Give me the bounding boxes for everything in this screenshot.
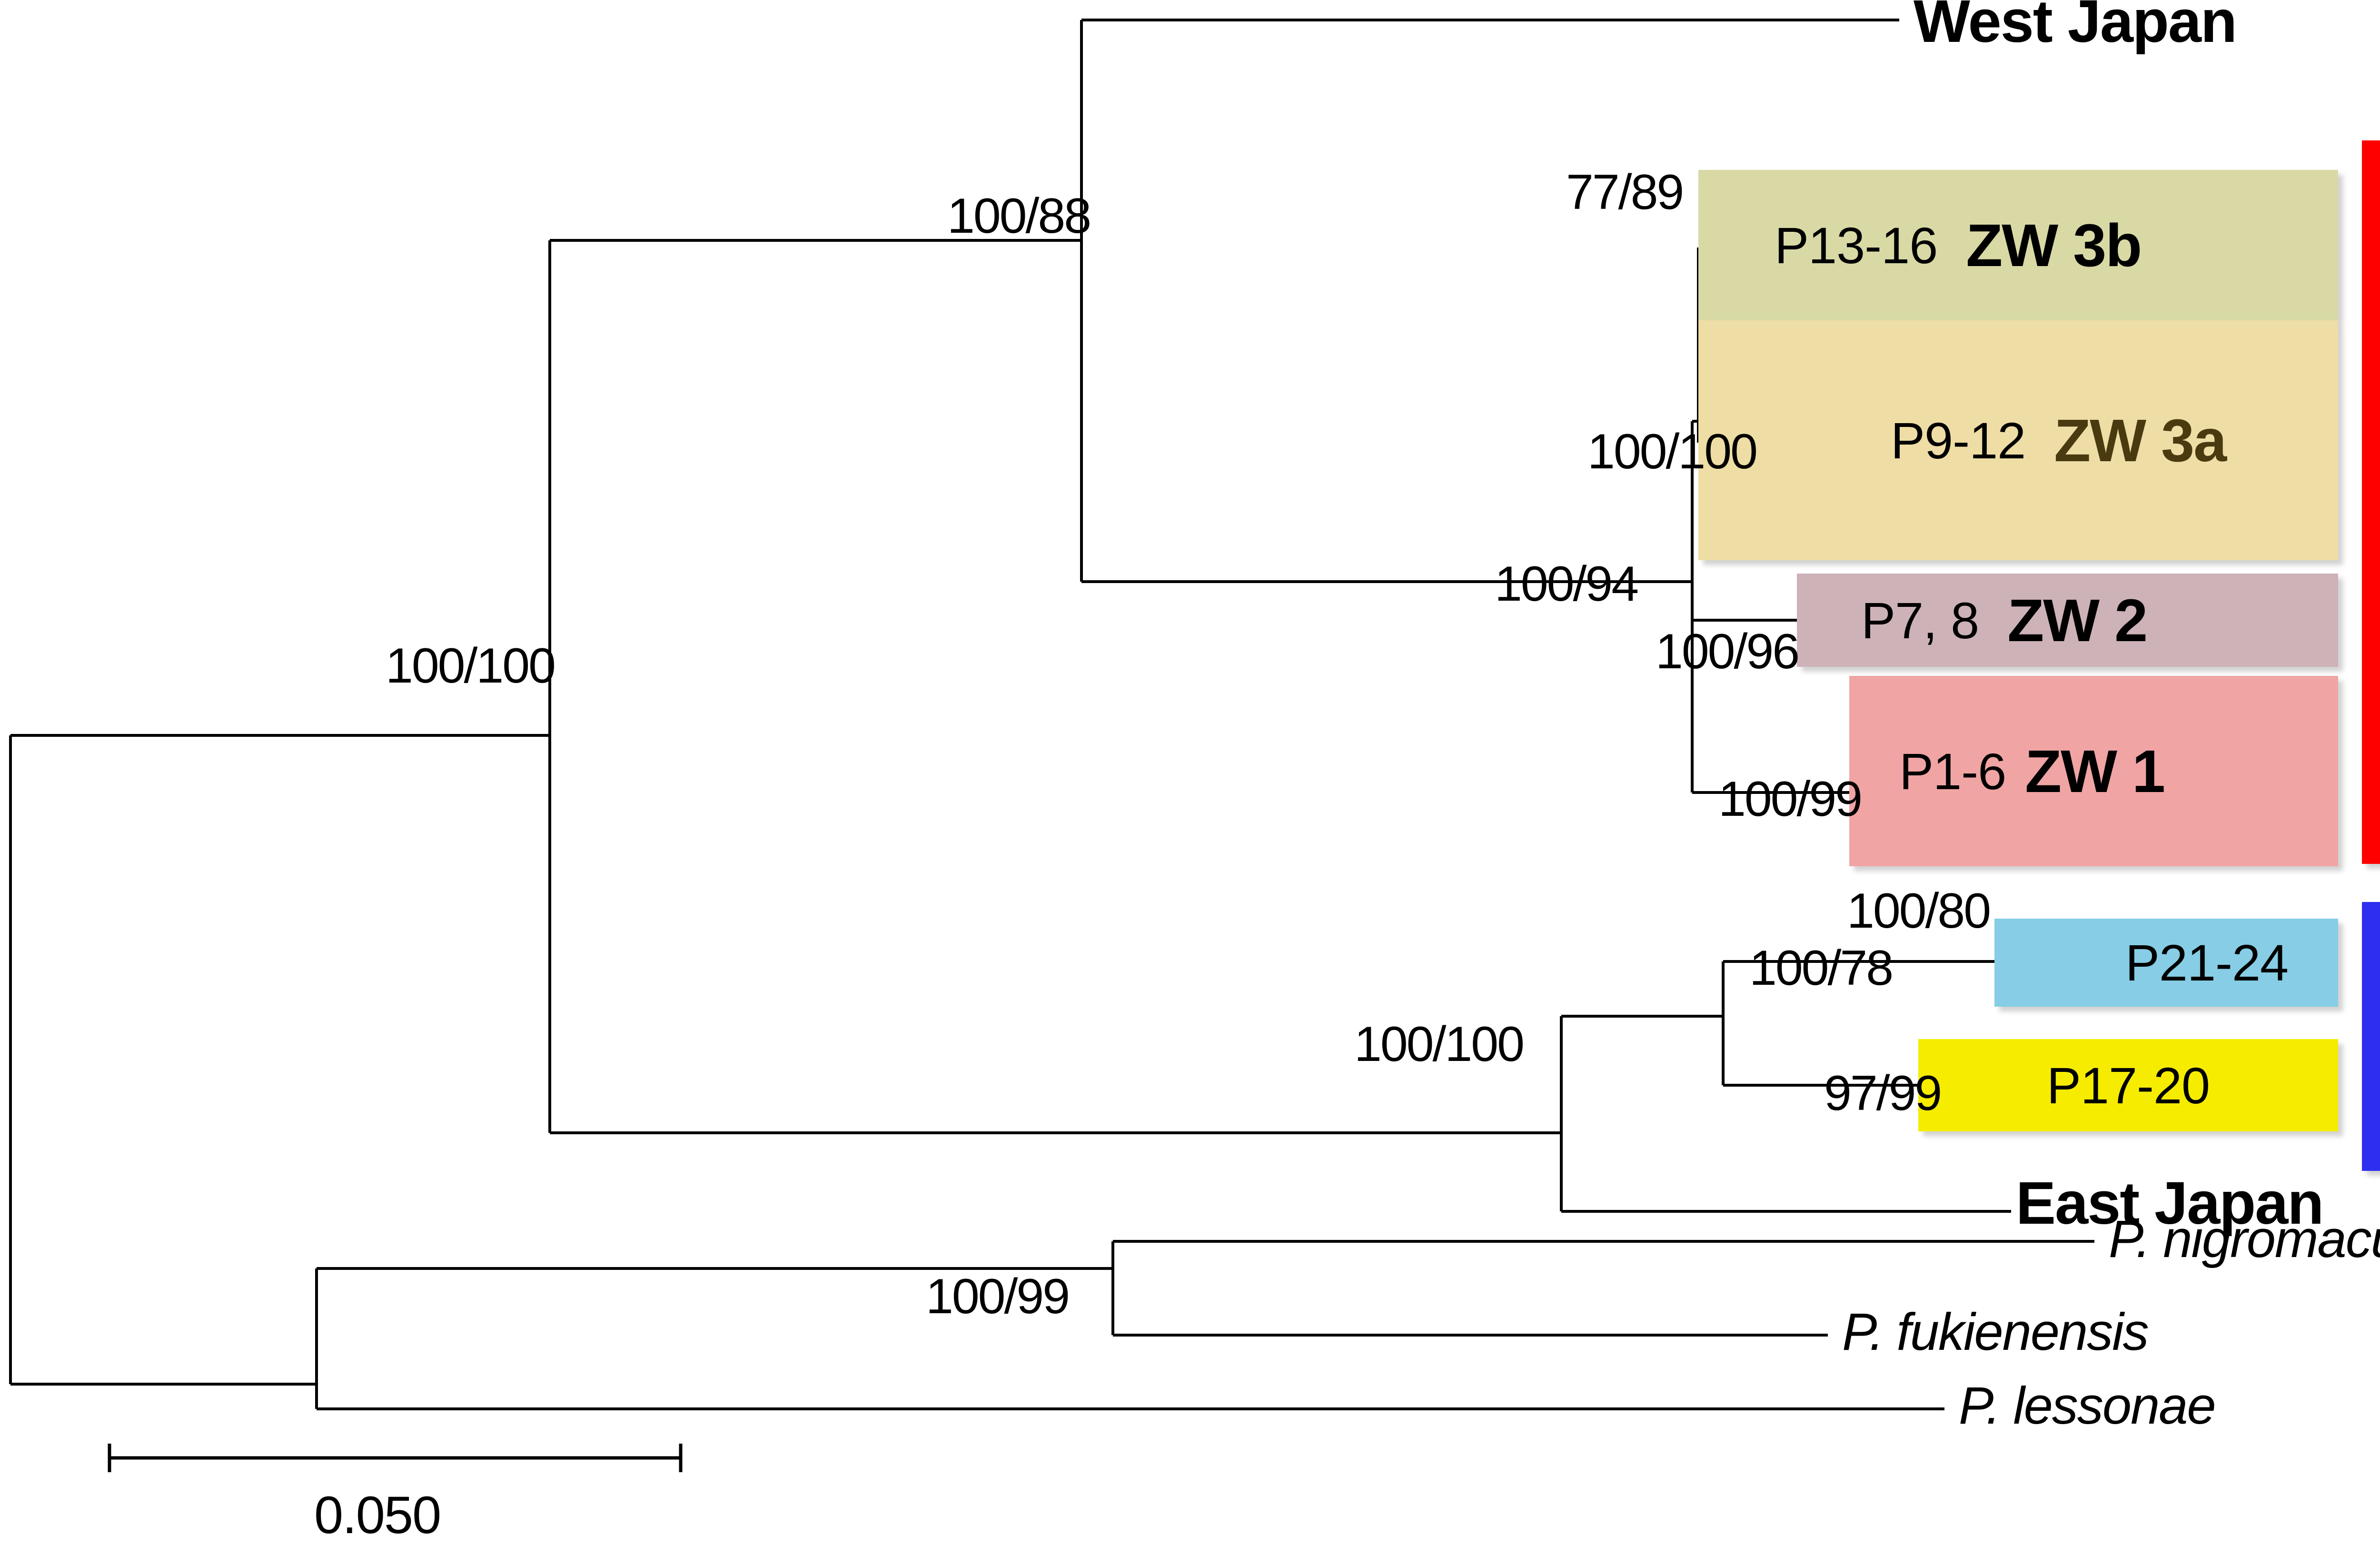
support-zw3: 100/100 — [1587, 424, 1758, 479]
tip-code-zw1: P1-6 — [1899, 742, 2006, 800]
tip-code-neozw1: P17-20 — [2046, 1056, 2210, 1114]
clade-box-zw2[interactable]: P7, 8 ZW 2 — [1797, 574, 2338, 667]
support-zw3b: 77/89 — [1566, 165, 1684, 220]
support-zw12: 100/96 — [1656, 624, 1800, 679]
clade-name-zw1: ZW 1 — [2025, 737, 2165, 805]
tip-label-west-japan: West Japan — [1914, 0, 2237, 55]
clade-name-zw3a: ZW 3a — [2054, 406, 2227, 474]
clade-name-zw3b: ZW 3b — [1966, 211, 2142, 279]
support-neo-clade: 100/78 — [1749, 941, 1894, 996]
group-bar-neo — [2362, 902, 2380, 1171]
clade-box-zw3b[interactable]: P13-16 ZW 3b — [1698, 170, 2338, 320]
support-zw1: 100/99 — [1718, 772, 1863, 827]
scale-bar — [108, 1444, 683, 1472]
clade-box-zw1[interactable]: P1-6 ZW 1 — [1849, 676, 2338, 866]
support-outgroup: 100/99 — [926, 1269, 1070, 1324]
clade-box-neozw2[interactable]: P21-24 — [1994, 919, 2338, 1007]
tip-code-neozw2: P21-24 — [2125, 934, 2289, 991]
scale-bar-label: 0.050 — [314, 1486, 441, 1545]
tip-code-zw3b: P13-16 — [1775, 216, 1938, 274]
tip-label-p-nigromaculatus: P. nigromaculatus — [2109, 1210, 2380, 1268]
support-neozw1: 97/99 — [1824, 1066, 1942, 1121]
support-root: 100/100 — [386, 638, 556, 693]
support-east-japan: 100/100 — [1354, 1017, 1525, 1072]
clade-name-zw2: ZW 2 — [2007, 586, 2148, 654]
support-zw-all: 100/94 — [1495, 556, 1639, 612]
tip-label-p-lessonae: P. lessonae — [1959, 1377, 2216, 1435]
tip-label-east-japan: East Japan — [2016, 1169, 2324, 1237]
support-west-japan: 100/88 — [947, 188, 1091, 244]
clade-box-zw3a[interactable]: P9-12 ZW 3a — [1698, 320, 2338, 560]
tip-code-zw3a: P9-12 — [1891, 411, 2026, 469]
support-neozw2: 100/80 — [1847, 883, 1991, 939]
tip-label-p-fukienensis: P. fukienensis — [1842, 1303, 2149, 1361]
clade-box-neozw1[interactable]: P17-20 — [1918, 1039, 2338, 1131]
group-bar-zw — [2362, 140, 2380, 864]
tip-code-zw2: P7, 8 — [1861, 591, 1979, 649]
